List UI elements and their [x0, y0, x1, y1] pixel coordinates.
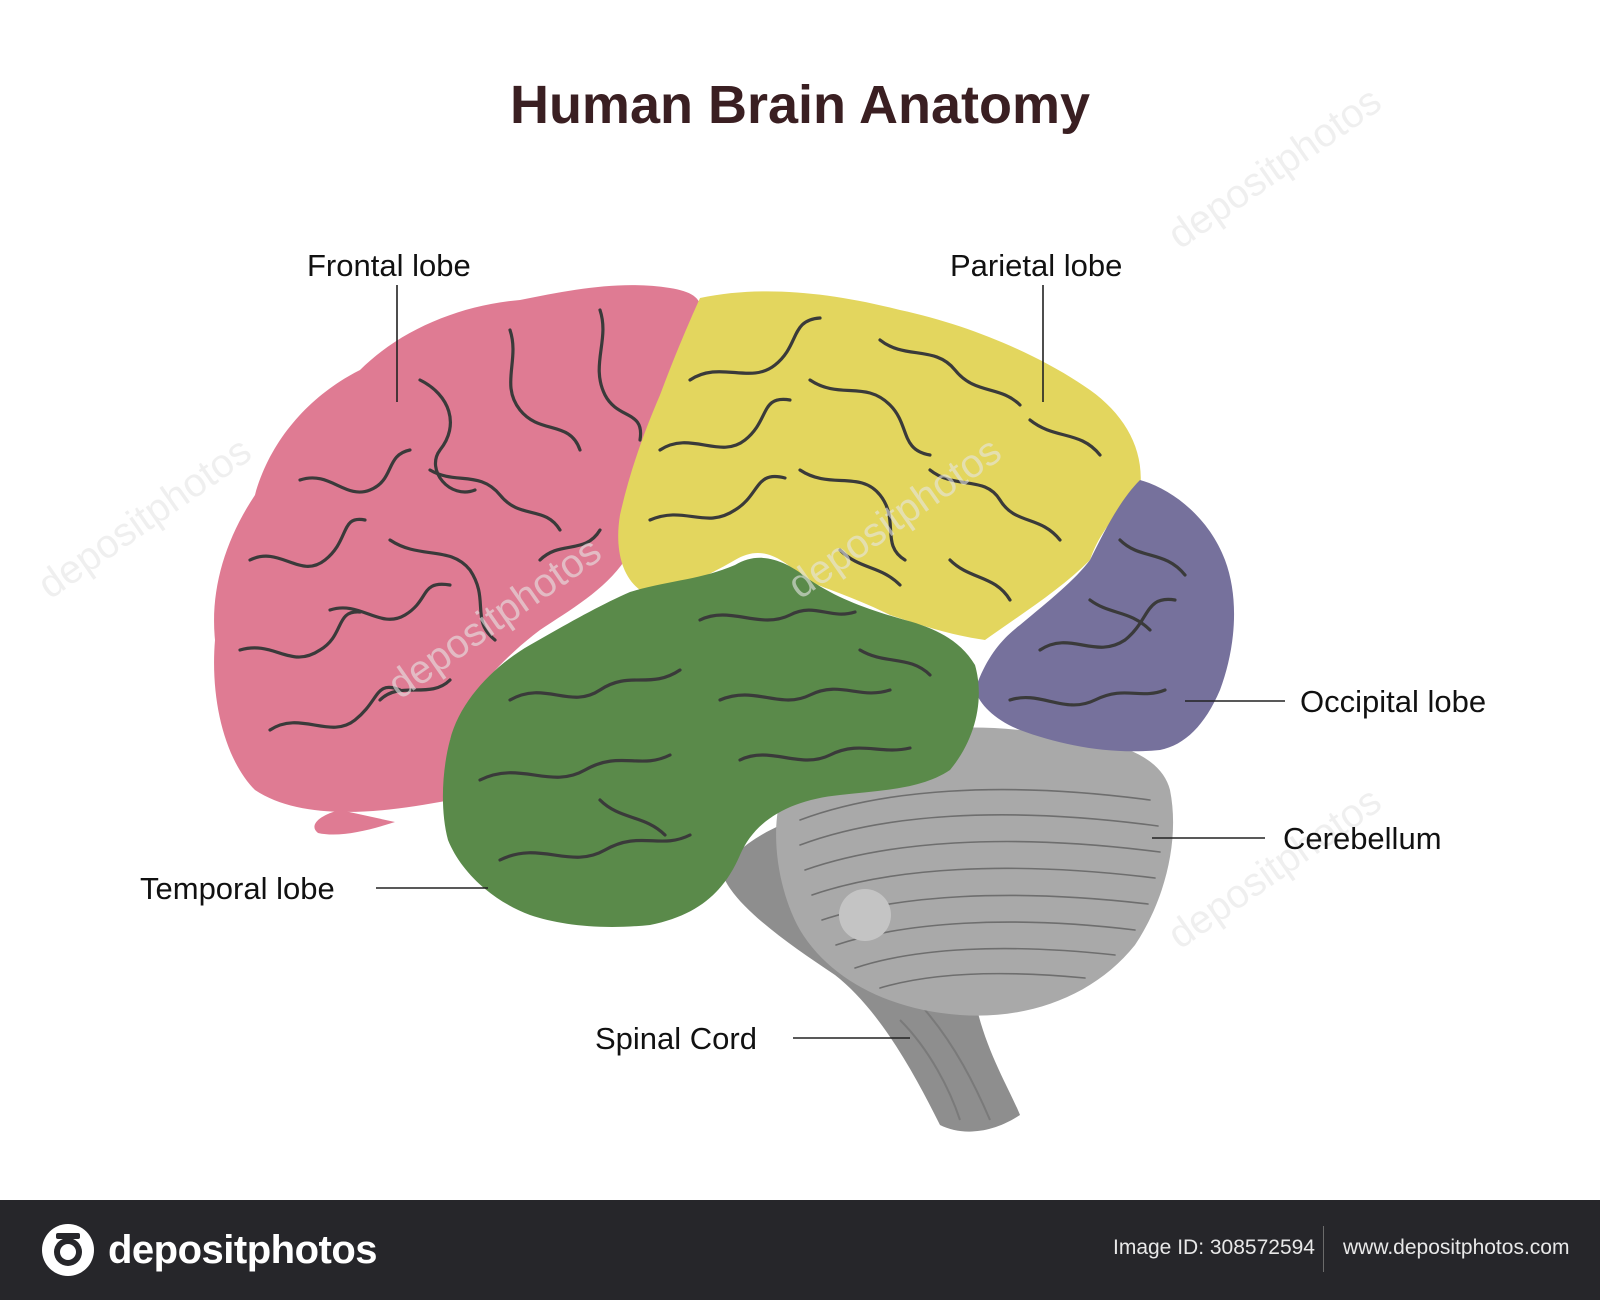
parietal-lobe-label: Parietal lobe	[950, 248, 1122, 283]
cerebellum-label: Cerebellum	[1283, 821, 1442, 856]
brain-diagram: Human Brain Anatomy	[0, 0, 1600, 1200]
watermark-text: depositphotos	[1160, 78, 1389, 257]
camera-icon	[40, 1222, 96, 1278]
footer-divider	[1323, 1226, 1324, 1272]
spinal-cord-label: Spinal Cord	[595, 1021, 757, 1056]
stock-footer-bar: depositphotos Image ID: 308572594 www.de…	[0, 1200, 1600, 1300]
brand-logo[interactable]: depositphotos	[40, 1220, 377, 1280]
temporal-lobe-label: Temporal lobe	[140, 871, 335, 906]
frontal-lobe-label: Frontal lobe	[307, 248, 471, 283]
occipital-lobe-label: Occipital lobe	[1300, 684, 1486, 719]
website-link[interactable]: www.depositphotos.com	[1343, 1236, 1569, 1260]
watermark-text: depositphotos	[1160, 778, 1389, 957]
brand-name: depositphotos	[108, 1228, 377, 1273]
image-id-text: Image ID: 308572594	[1113, 1236, 1315, 1260]
diagram-title: Human Brain Anatomy	[510, 75, 1090, 135]
